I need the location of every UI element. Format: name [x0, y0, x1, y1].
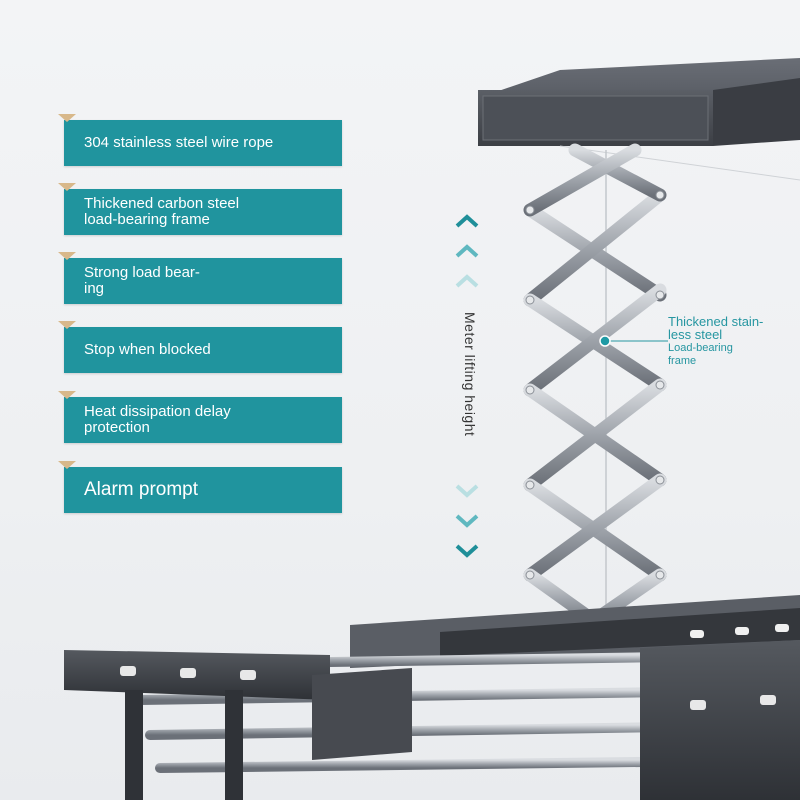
- feature-label: Alarm prompt: [84, 479, 199, 500]
- corner-triangle-icon: [58, 461, 76, 469]
- feature-heat-protection: Heat dissipation delay protection: [58, 391, 342, 443]
- feature-label: Thickened carbon steel load-bearing fram…: [84, 195, 240, 228]
- callout-title-line1: Thickened stain-: [668, 314, 764, 329]
- frame-callout: Thickened stain- less steel Load-bearing…: [668, 315, 763, 367]
- ceiling-motor-box: [478, 58, 800, 181]
- corner-triangle-icon: [58, 321, 76, 329]
- feature-load-bearing: Strong load bear- ing: [58, 252, 342, 304]
- chevron-up-icon: [455, 244, 479, 258]
- feature-label: 304 stainless steel wire rope: [84, 134, 274, 151]
- callout-pointer: [599, 335, 668, 347]
- feature-wire-rope: 304 stainless steel wire rope: [58, 114, 342, 166]
- callout-sub-line1: Load-bearing: [668, 342, 733, 354]
- corner-triangle-icon: [58, 114, 76, 122]
- feature-alarm: Alarm prompt: [58, 461, 342, 513]
- corner-triangle-icon: [58, 391, 76, 399]
- corner-triangle-icon: [58, 252, 76, 260]
- feature-label: Heat dissipation delay protection: [84, 403, 231, 436]
- chevron-up-icon: [455, 274, 479, 288]
- rack-frame: [64, 595, 800, 800]
- feature-stop-blocked: Stop when blocked: [58, 321, 342, 373]
- feature-label: Stop when blocked: [84, 341, 211, 358]
- lifting-height-label: Meter lifting height: [462, 312, 478, 437]
- callout-sub-line2: frame: [668, 355, 697, 367]
- chevron-up-icon: [455, 214, 479, 228]
- feature-label: Strong load bear- ing: [84, 264, 200, 297]
- chevron-down-icon: [455, 484, 479, 498]
- callout-title-line2: less steel: [668, 327, 723, 342]
- feature-carbon-frame: Thickened carbon steel load-bearing fram…: [58, 183, 342, 235]
- corner-triangle-icon: [58, 183, 76, 191]
- chevron-down-icon: [455, 514, 479, 528]
- chevron-down-icon: [455, 544, 479, 558]
- scissor-arm: [523, 143, 667, 637]
